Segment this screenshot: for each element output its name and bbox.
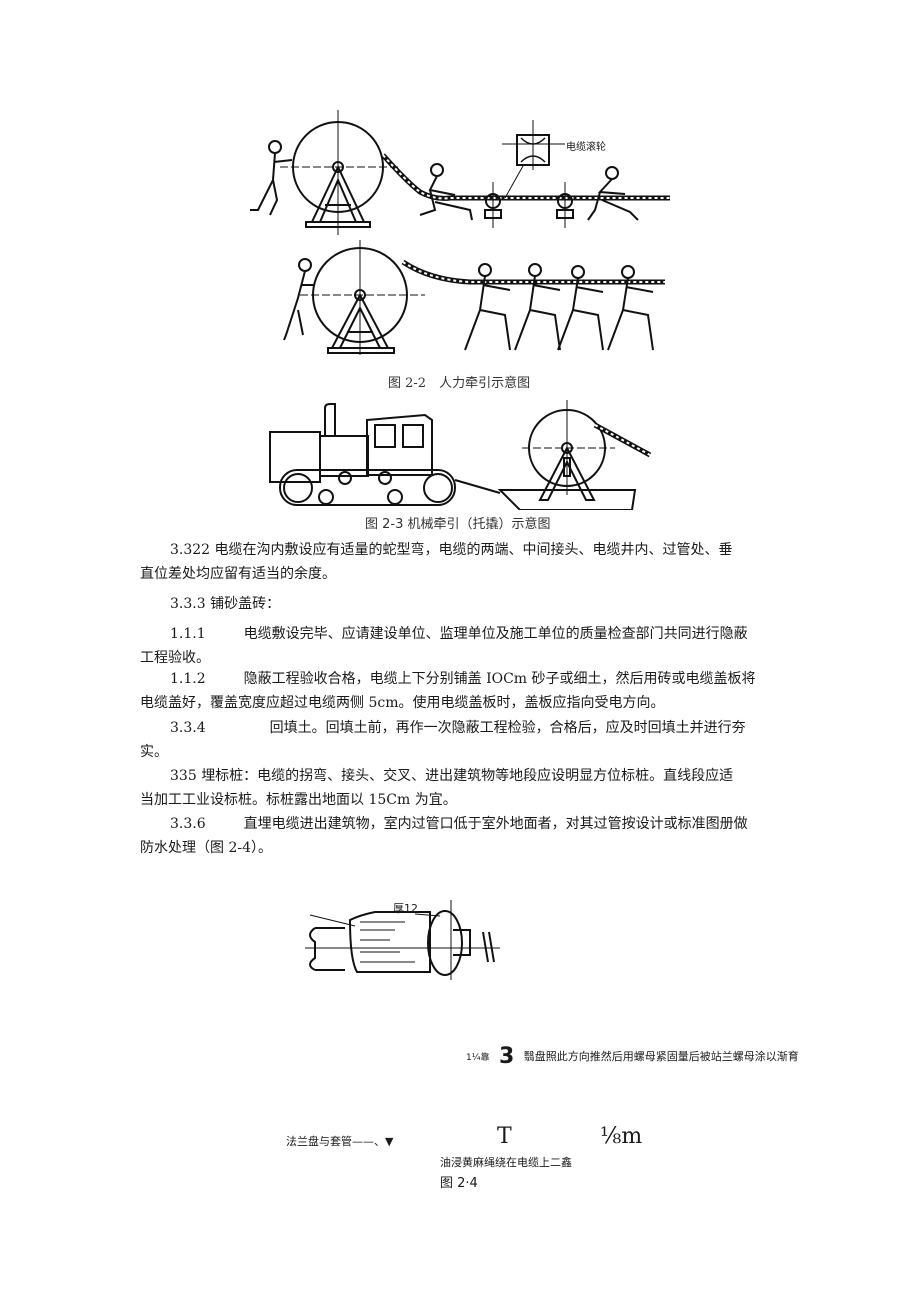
section-number: 1.1.2: [170, 671, 206, 687]
figure-2-3-caption: 图 2-3 机械牵引（托撬）示意图: [365, 517, 551, 532]
note-prefix: 1¼靠: [466, 1053, 490, 1063]
section-number: 335: [170, 768, 197, 784]
paragraph-3-3-22: 3.322 电缆在沟内敷设应有适量的蛇型弯，电缆的两端、中间接头、电缆井内、过管…: [140, 538, 785, 586]
flange-sleeve-label: 法兰盘与套管——、▼: [286, 1135, 394, 1148]
note-number: 3: [498, 1044, 515, 1069]
figure-2-2-lower-diagram: [270, 240, 670, 365]
section-number: 1.1.1: [170, 626, 206, 642]
figure-2-3-diagram: [260, 400, 680, 510]
figure-2-4-caption: 图 2·4: [440, 1176, 478, 1191]
figure-2-2-caption: 图 2-2 人力牵引示意图: [388, 376, 531, 391]
cable-roller-label: 电缆滚轮: [566, 142, 606, 153]
t-label: T: [497, 1124, 512, 1149]
figure-2-4-note: 1¼靠 3 翳盘照此方向推然后用螺母紧固量后被站兰螺母涂以渐育: [466, 1044, 799, 1069]
section-number: 3.3.6: [170, 816, 206, 832]
figure-2-4-diagram: 厚12: [305, 890, 505, 980]
paragraph-3-3-5: 335 埋标桩：电缆的拐弯、接头、交叉、进出建筑物等地段应设明显方位标桩。直线段…: [140, 764, 785, 812]
section-number: 3.3.4: [170, 720, 206, 736]
thickness-label: 厚12: [393, 902, 418, 915]
note-text: 翳盘照此方向推然后用螺母紧固量后被站兰螺母涂以渐育: [523, 1050, 799, 1063]
rope-label: 油浸黄麻绳绕在电缆上二鑫: [440, 1156, 572, 1169]
m-label: ⅛m: [600, 1124, 643, 1149]
section-number: 3.3.3: [170, 596, 206, 612]
paragraph-3-3-3: 3.3.3 铺砂盖砖：: [140, 592, 785, 616]
figure-2-2-upper-diagram: 电缆滚轮: [240, 110, 680, 240]
section-number: 3.322: [170, 542, 211, 558]
